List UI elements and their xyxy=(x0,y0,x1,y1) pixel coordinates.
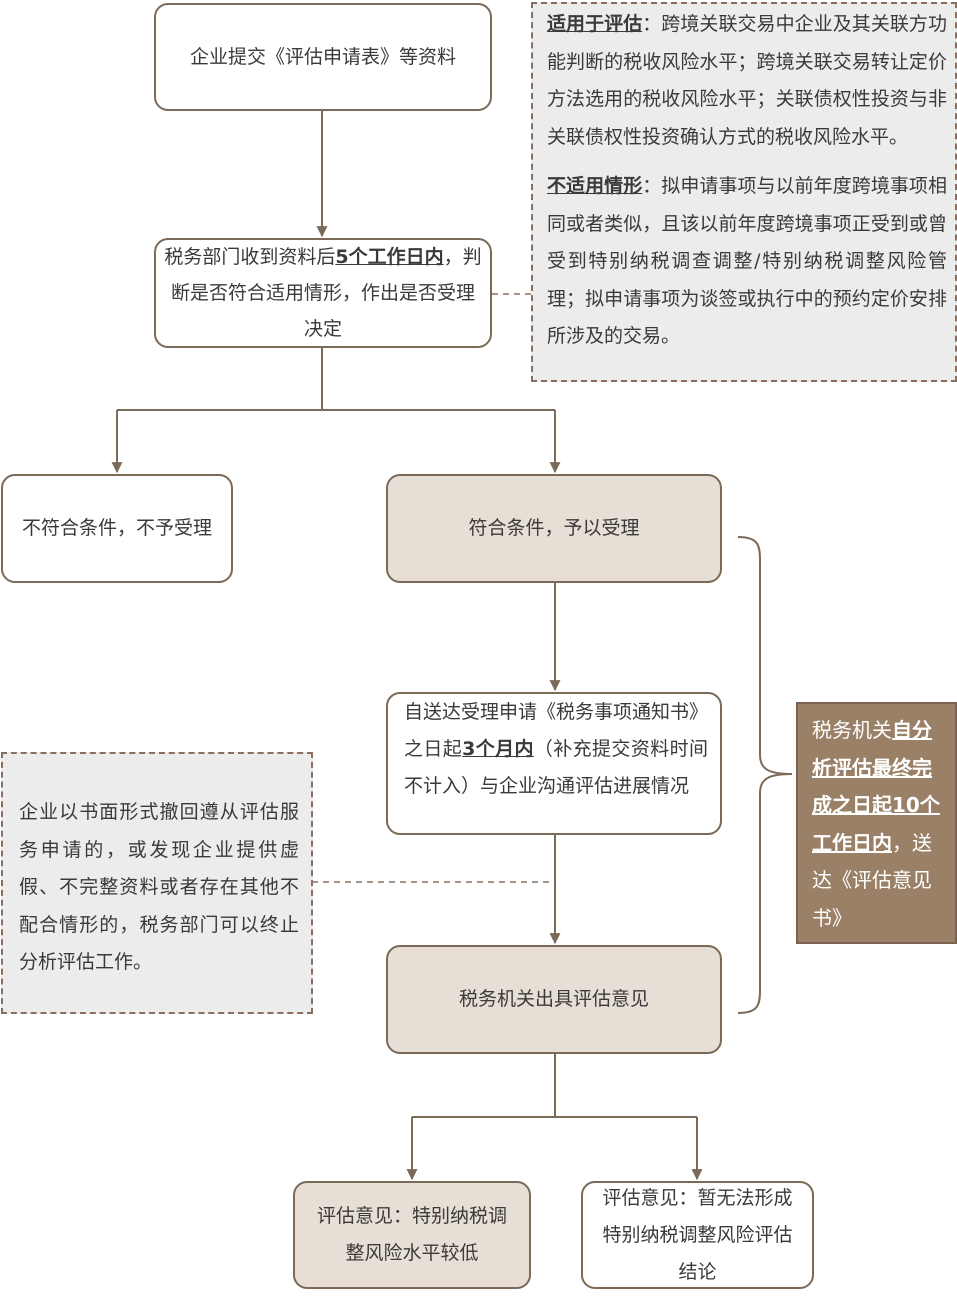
node-submit: 企业提交《评估申请表》等资料 xyxy=(154,3,492,111)
note-deadline: 税务机关自分析评估最终完成之日起10个工作日内，送达《评估意见书》 xyxy=(796,702,957,944)
note-applicable: 适用于评估：跨境关联交易中企业及其关联方功能判断的税收风险水平；跨境关联交易转让… xyxy=(547,6,947,156)
node-submit-text: 企业提交《评估申请表》等资料 xyxy=(189,45,456,68)
note-termination: 企业以书面形式撤回遵从评估服务申请的，或发现企业提供虚假、不完整资料或者存在其他… xyxy=(1,752,313,1014)
note-not-applicable: 不适用情形：拟申请事项与以前年度跨境事项相同或者类似，且该以前年度跨境事项正受到… xyxy=(547,168,947,356)
node-communicate-text: 自送达受理申请《税务事项通知书》之日起3个月内（补充提交资料时间不计入）与企业沟… xyxy=(404,701,709,797)
node-result-low: 评估意见：特别纳税调整风险水平较低 xyxy=(293,1181,531,1289)
node-reject: 不符合条件，不予受理 xyxy=(1,474,233,583)
node-result-none: 评估意见：暂无法形成特别纳税调整风险评估结论 xyxy=(581,1181,814,1289)
note-termination-text: 企业以书面形式撤回遵从评估服务申请的，或发现企业提供虚假、不完整资料或者存在其他… xyxy=(19,801,299,973)
node-accept-text: 符合条件，予以受理 xyxy=(468,517,640,539)
node-opinion: 税务机关出具评估意见 xyxy=(386,945,722,1054)
note-scope: 适用于评估：跨境关联交易中企业及其关联方功能判断的税收风险水平；跨境关联交易转让… xyxy=(531,2,957,382)
node-review: 税务部门收到资料后5个工作日内，判断是否符合适用情形，作出是否受理决定 xyxy=(154,238,492,348)
node-accept: 符合条件，予以受理 xyxy=(386,474,722,583)
note-applicable-label: 适用于评估 xyxy=(547,13,643,35)
deadline-emphasis: 自分析评估最终完成之日起10个工作日内 xyxy=(812,718,940,855)
note-not-applicable-text: ：拟申请事项与以前年度跨境事项相同或者类似，且该以前年度跨境事项正受到或曾受到特… xyxy=(547,175,947,347)
communicate-deadline-emphasis: 3个月内 xyxy=(462,738,534,760)
node-review-text: 税务部门收到资料后5个工作日内，判断是否符合适用情形，作出是否受理决定 xyxy=(164,246,482,340)
node-communicate: 自送达受理申请《税务事项通知书》之日起3个月内（补充提交资料时间不计入）与企业沟… xyxy=(386,692,722,835)
line-review-split xyxy=(117,346,555,411)
bracket-deadline xyxy=(737,536,793,1014)
node-result-none-text: 评估意见：暂无法形成特别纳税调整风险评估结论 xyxy=(602,1186,793,1283)
note-applicable-text: ：跨境关联交易中企业及其关联方功能判断的税收风险水平；跨境关联交易转让定价方法选… xyxy=(547,13,947,148)
review-deadline-emphasis: 5个工作日内 xyxy=(335,246,444,268)
node-opinion-text: 税务机关出具评估意见 xyxy=(458,988,649,1010)
node-result-low-text: 评估意见：特别纳税调整风险水平较低 xyxy=(316,1205,507,1264)
note-not-applicable-label: 不适用情形 xyxy=(547,175,643,197)
line-opinion-split xyxy=(412,1053,697,1118)
node-reject-text: 不符合条件，不予受理 xyxy=(21,517,212,539)
